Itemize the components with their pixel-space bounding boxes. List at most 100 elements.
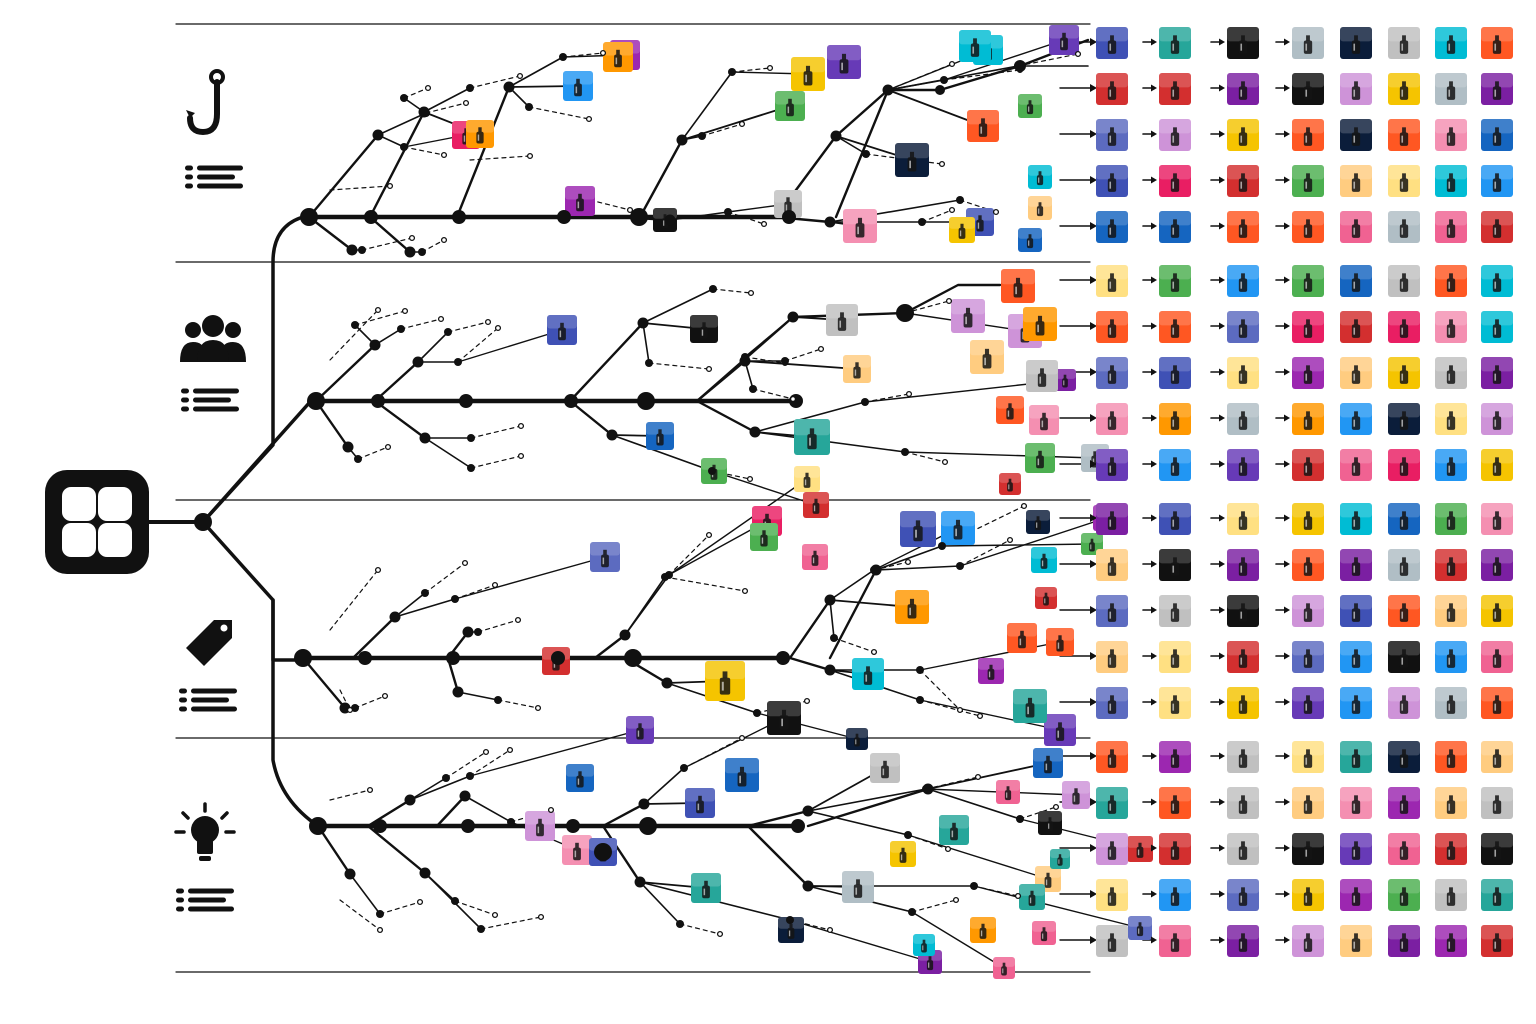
variant-thumbnail[interactable]: [1435, 925, 1467, 957]
branch-node[interactable]: [802, 880, 814, 892]
variant-thumbnail[interactable]: [1435, 787, 1467, 819]
variant-thumbnail[interactable]: [1435, 833, 1467, 865]
variant-thumbnail[interactable]: [1292, 73, 1324, 105]
creative-thumbnail[interactable]: [1032, 921, 1056, 945]
leaf-node[interactable]: [786, 916, 794, 924]
creative-thumbnail[interactable]: [1038, 811, 1062, 835]
variant-thumbnail[interactable]: [1481, 549, 1513, 581]
leaf-node[interactable]: [708, 467, 716, 475]
branch-node[interactable]: [661, 677, 673, 689]
creative-thumbnail[interactable]: [525, 811, 555, 841]
variant-thumbnail[interactable]: [1292, 311, 1324, 343]
root-junction-node[interactable]: [194, 513, 212, 531]
branch-node[interactable]: [452, 686, 464, 698]
variant-thumbnail[interactable]: [1388, 311, 1420, 343]
variant-thumbnail[interactable]: [1159, 595, 1191, 627]
creative-thumbnail[interactable]: [775, 91, 805, 121]
variant-thumbnail[interactable]: [1159, 687, 1191, 719]
variant-thumbnail[interactable]: [1340, 787, 1372, 819]
branch-node[interactable]: [459, 790, 471, 802]
variant-thumbnail[interactable]: [1481, 165, 1513, 197]
creative-thumbnail[interactable]: [1018, 228, 1042, 252]
variant-thumbnail[interactable]: [1481, 311, 1513, 343]
variant-thumbnail[interactable]: [1388, 503, 1420, 535]
leaf-node[interactable]: [916, 666, 924, 674]
variant-thumbnail[interactable]: [1227, 787, 1259, 819]
variant-thumbnail[interactable]: [1388, 925, 1420, 957]
spine-node[interactable]: [358, 651, 372, 665]
variant-thumbnail[interactable]: [1227, 549, 1259, 581]
creative-thumbnail[interactable]: [691, 873, 721, 903]
variant-thumbnail[interactable]: [1227, 211, 1259, 243]
variant-thumbnail[interactable]: [1227, 165, 1259, 197]
variant-thumbnail[interactable]: [1159, 73, 1191, 105]
variant-thumbnail[interactable]: [1096, 549, 1128, 581]
creative-thumbnail[interactable]: [1007, 623, 1037, 653]
branch-node[interactable]: [830, 130, 842, 142]
creative-thumbnail[interactable]: [993, 957, 1015, 979]
variant-thumbnail[interactable]: [1227, 687, 1259, 719]
variant-thumbnail[interactable]: [1159, 641, 1191, 673]
variant-thumbnail[interactable]: [1388, 549, 1420, 581]
spine-node[interactable]: [459, 394, 473, 408]
leaf-node[interactable]: [354, 455, 362, 463]
variant-thumbnail[interactable]: [1481, 787, 1513, 819]
variant-thumbnail[interactable]: [1096, 449, 1128, 481]
leaf-node[interactable]: [709, 285, 717, 293]
creative-thumbnail[interactable]: [563, 71, 593, 101]
variant-thumbnail[interactable]: [1340, 925, 1372, 957]
branch-node[interactable]: [824, 664, 836, 676]
variant-thumbnail[interactable]: [1292, 449, 1324, 481]
creative-thumbnail[interactable]: [846, 728, 868, 750]
creative-thumbnail[interactable]: [705, 661, 745, 701]
leaf-node[interactable]: [749, 385, 757, 393]
variant-thumbnail[interactable]: [1159, 449, 1191, 481]
leaf-node[interactable]: [477, 925, 485, 933]
creative-thumbnail[interactable]: [603, 42, 633, 72]
creative-thumbnail[interactable]: [970, 340, 1004, 374]
branch-node[interactable]: [676, 134, 688, 146]
spine-node[interactable]: [446, 651, 460, 665]
variant-thumbnail[interactable]: [1159, 503, 1191, 535]
leaf-node[interactable]: [376, 910, 384, 918]
variant-thumbnail[interactable]: [1388, 787, 1420, 819]
variant-thumbnail[interactable]: [1227, 119, 1259, 151]
creative-thumbnail[interactable]: [1001, 269, 1035, 303]
creative-thumbnail[interactable]: [767, 701, 801, 735]
creative-thumbnail[interactable]: [1049, 25, 1079, 55]
variant-thumbnail[interactable]: [1340, 27, 1372, 59]
variant-thumbnail[interactable]: [1340, 165, 1372, 197]
variant-thumbnail[interactable]: [1227, 595, 1259, 627]
variant-thumbnail[interactable]: [1159, 357, 1191, 389]
variant-thumbnail[interactable]: [1388, 165, 1420, 197]
branch-node[interactable]: [419, 867, 431, 879]
variant-thumbnail[interactable]: [1435, 119, 1467, 151]
creative-thumbnail[interactable]: [1035, 587, 1057, 609]
creative-thumbnail[interactable]: [802, 544, 828, 570]
variant-thumbnail[interactable]: [1292, 403, 1324, 435]
creative-thumbnail[interactable]: [1023, 307, 1057, 341]
variant-thumbnail[interactable]: [1292, 687, 1324, 719]
spine-node[interactable]: [307, 392, 325, 410]
creative-thumbnail[interactable]: [1018, 94, 1042, 118]
variant-thumbnail[interactable]: [1435, 357, 1467, 389]
leaf-node[interactable]: [676, 920, 684, 928]
variant-thumbnail[interactable]: [1388, 265, 1420, 297]
leaf-node[interactable]: [466, 772, 474, 780]
creative-thumbnail[interactable]: [1031, 547, 1057, 573]
variant-thumbnail[interactable]: [1340, 211, 1372, 243]
variant-thumbnail[interactable]: [1096, 27, 1128, 59]
creative-thumbnail[interactable]: [941, 511, 975, 545]
creative-thumbnail[interactable]: [999, 473, 1021, 495]
creative-thumbnail[interactable]: [750, 523, 778, 551]
spine-node[interactable]: [624, 649, 642, 667]
variant-thumbnail[interactable]: [1159, 211, 1191, 243]
leaf-node[interactable]: [451, 897, 459, 905]
variant-thumbnail[interactable]: [1292, 741, 1324, 773]
variant-thumbnail[interactable]: [1159, 787, 1191, 819]
leaf-node[interactable]: [400, 94, 408, 102]
variant-thumbnail[interactable]: [1340, 265, 1372, 297]
creative-thumbnail[interactable]: [1019, 884, 1045, 910]
leaf-node[interactable]: [507, 818, 515, 826]
branch-node[interactable]: [404, 794, 416, 806]
